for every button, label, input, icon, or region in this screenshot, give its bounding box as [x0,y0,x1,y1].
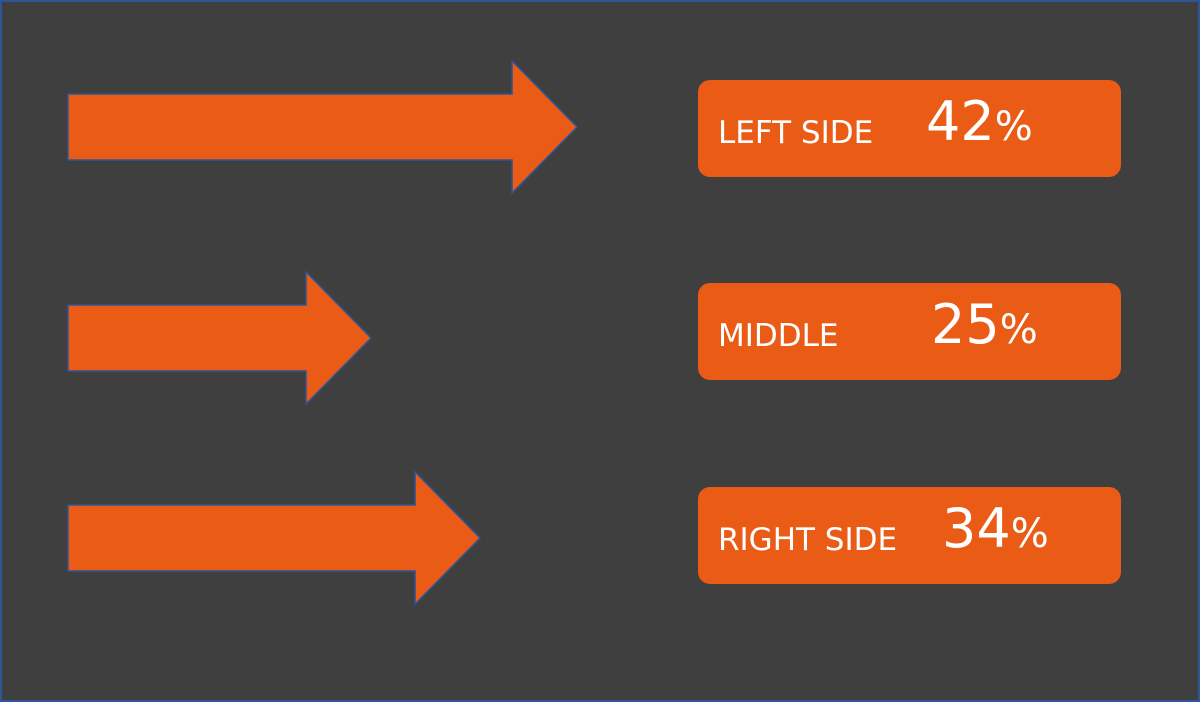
arrow-bar-left-side [67,59,579,195]
unit-label-middle: % [999,307,1038,353]
arrow-bar-middle [67,270,373,406]
value-number-middle: 25 [931,293,1000,356]
unit-label-left-side: % [994,104,1033,150]
label-box-left-side: LEFT SIDE 42% [698,80,1121,177]
value-label-left-side: 42% [926,92,1033,165]
label-box-right-side: RIGHT SIDE 34% [698,487,1121,584]
unit-label-right-side: % [1010,511,1049,557]
category-label-left-side: LEFT SIDE [718,115,874,151]
category-label-right-side: RIGHT SIDE [718,522,898,558]
value-label-middle: 25% [931,295,1038,368]
label-box-middle: MIDDLE 25% [698,283,1121,380]
value-number-left-side: 42 [926,90,995,153]
arrow-bar-right-side [67,470,482,606]
value-number-right-side: 34 [942,497,1011,560]
category-label-middle: MIDDLE [718,318,839,354]
value-label-right-side: 34% [942,499,1049,572]
